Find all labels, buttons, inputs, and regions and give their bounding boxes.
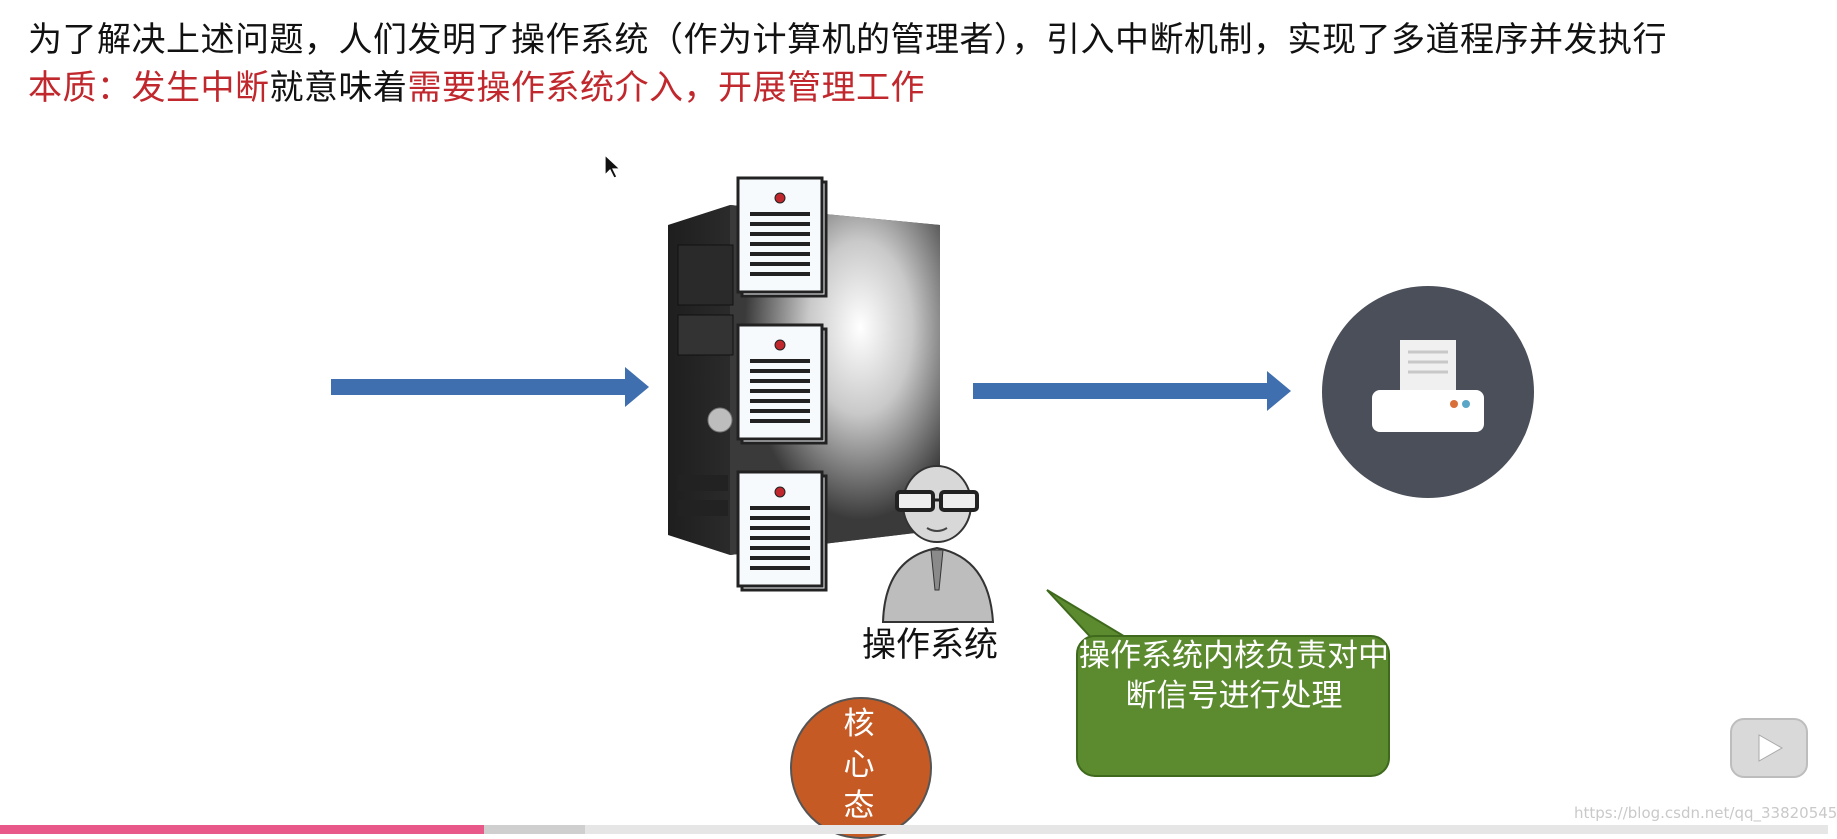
- printer-icon: [1372, 340, 1484, 432]
- cursor-icon: [604, 153, 622, 179]
- callout-text: 操作系统内核负责对中断信号进行处理: [1079, 638, 1389, 714]
- play-icon: [1758, 734, 1784, 762]
- document-icon: [736, 323, 828, 445]
- slide-line-1: 为了解决上述问题，人们发明了操作系统（作为计算机的管理者），引入中断机制，实现了…: [28, 20, 1667, 60]
- essence-connector: 就意味着: [269, 68, 408, 108]
- kernel-mode-badge: [790, 697, 932, 839]
- play-button[interactable]: [1730, 718, 1808, 778]
- watermark: https://blog.csdn.net/qq_33820545: [1574, 804, 1837, 822]
- slide-line-2: 本质：发生中断就意味着需要操作系统介入，开展管理工作: [28, 60, 925, 109]
- document-icon: [736, 470, 828, 592]
- printer-badge: [1322, 286, 1534, 498]
- os-label: 操作系统: [862, 625, 998, 665]
- buffered-bar: [484, 825, 585, 834]
- input-arrow: [331, 367, 649, 407]
- person-icon: [881, 465, 995, 623]
- document-icon: [736, 176, 828, 298]
- output-arrow: [973, 371, 1291, 411]
- played-bar: [0, 825, 485, 834]
- essence-detail: 需要操作系统介入，开展管理工作: [407, 68, 925, 108]
- essence-label: 本质：发生中断: [28, 68, 270, 108]
- video-progress-bar[interactable]: [0, 825, 1828, 834]
- kernel-mode-label: 核心态: [843, 706, 875, 824]
- callout-bubble: [1046, 589, 1390, 777]
